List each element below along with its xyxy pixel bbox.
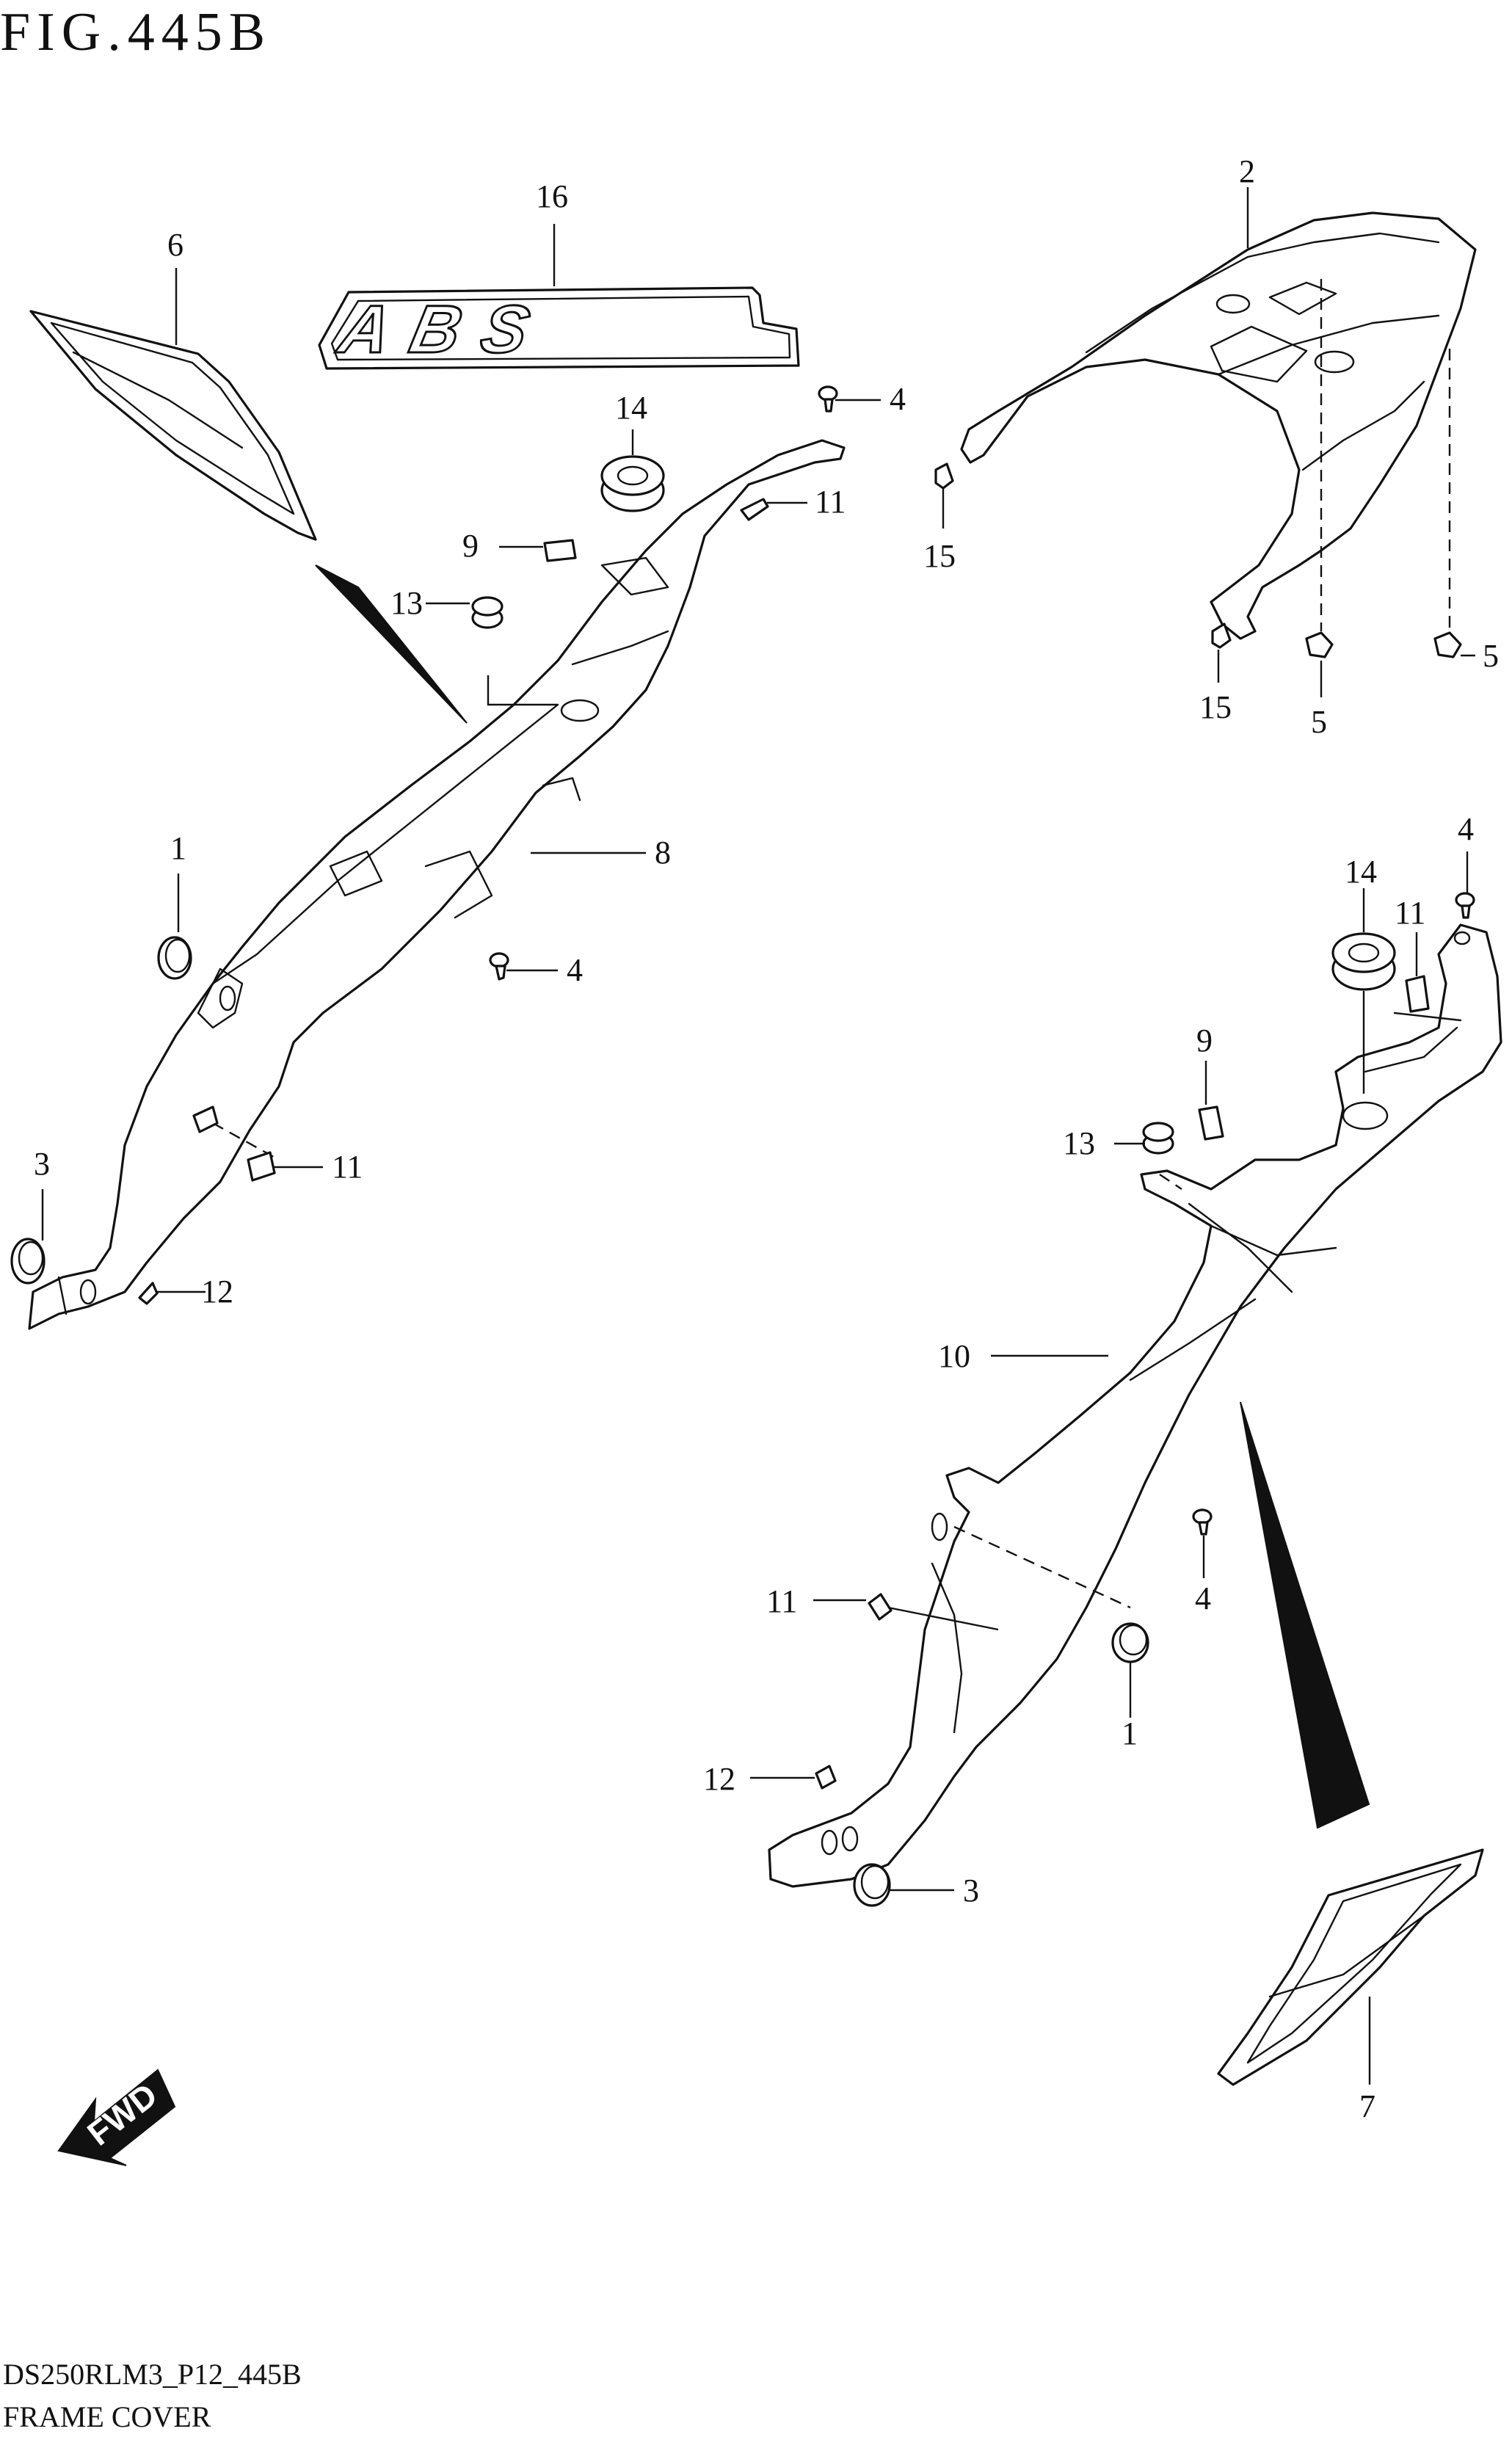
- figure-caption: FRAME COVER: [3, 2400, 211, 2433]
- part-9-nut-a[interactable]: [543, 539, 577, 562]
- callout-14b: 14: [1345, 854, 1377, 890]
- callout-10: 10: [938, 1338, 970, 1374]
- callout-11b: 11: [332, 1149, 363, 1185]
- callout-3a: 3: [34, 1146, 50, 1182]
- callout-13a: 13: [390, 585, 423, 621]
- callout-4d: 4: [1195, 1580, 1211, 1616]
- callout-4b: 4: [567, 952, 583, 988]
- part-14-grommet-b[interactable]: [1331, 932, 1396, 991]
- callout-labels: 6 16 2 4 11 14 9 13 15 15 5 5 8 4 1 11 3…: [34, 153, 1499, 2124]
- callout-11c: 11: [1395, 895, 1425, 931]
- callout-4a: 4: [890, 381, 906, 417]
- part-11-clip-c[interactable]: [1405, 975, 1430, 1013]
- part-11-clip-b[interactable]: [192, 1105, 276, 1182]
- drawing-code: DS250RLM3_P12_445B: [3, 2358, 302, 2391]
- part-11-clip-a[interactable]: [740, 498, 769, 521]
- pointer-triangle-left: [315, 564, 468, 724]
- part-3-cap-a[interactable]: [10, 1238, 46, 1285]
- part-1-cap-b[interactable]: [1111, 1622, 1149, 1663]
- callout-5a: 5: [1311, 704, 1327, 740]
- callout-11a: 11: [815, 484, 846, 520]
- pointer-triangle-right: [1240, 1401, 1370, 1829]
- callout-11d: 11: [766, 1583, 797, 1619]
- part-12-clip-a[interactable]: [138, 1282, 159, 1305]
- callout-15b: 15: [1199, 689, 1232, 725]
- callout-8: 8: [655, 835, 671, 871]
- part-13-cushion-a[interactable]: [471, 596, 504, 629]
- callout-6: 6: [167, 227, 183, 263]
- part-14-grommet-a[interactable]: [600, 455, 665, 512]
- callout-9b: 9: [1196, 1023, 1213, 1058]
- figure-title: FIG.445B: [0, 2, 272, 62]
- callout-14a: 14: [615, 390, 647, 426]
- emblem-text: ABS: [332, 291, 558, 367]
- part-1-cap-a[interactable]: [157, 936, 192, 980]
- callout-3b: 3: [963, 1873, 979, 1908]
- part-5-clip-a[interactable]: [1305, 631, 1334, 658]
- part-4-screw-c[interactable]: [1455, 892, 1475, 919]
- part-7-side-panel-right[interactable]: [1217, 1848, 1484, 2086]
- part-4-screw-b[interactable]: [489, 952, 509, 981]
- fwd-arrow-icon: FWD: [57, 2069, 176, 2166]
- part-4-screw-d[interactable]: [1192, 1508, 1213, 1536]
- callout-13b: 13: [1063, 1125, 1095, 1161]
- part-15-clip-b[interactable]: [1211, 622, 1232, 649]
- callout-1a: 1: [170, 830, 186, 866]
- part-15-clip-a[interactable]: [934, 462, 954, 490]
- part-8-frame-cover-left[interactable]: [28, 439, 846, 1330]
- callout-4c: 4: [1458, 811, 1474, 847]
- callout-5b: 5: [1483, 638, 1499, 674]
- part-2-rear-cover[interactable]: [960, 211, 1477, 640]
- part-16-abs-emblem[interactable]: ABS: [318, 286, 800, 370]
- part-10-frame-cover-right[interactable]: [768, 923, 1502, 1888]
- part-13-cushion-b[interactable]: [1142, 1122, 1174, 1155]
- part-3-cap-b[interactable]: [853, 1863, 891, 1907]
- callout-16: 16: [536, 178, 568, 214]
- part-5-clip-b[interactable]: [1433, 631, 1462, 658]
- part-12-clip-b[interactable]: [815, 1765, 837, 1790]
- callout-1b: 1: [1122, 1715, 1138, 1751]
- part-9-nut-b[interactable]: [1198, 1105, 1224, 1141]
- part-11-clip-d[interactable]: [868, 1593, 893, 1621]
- callout-12b: 12: [703, 1761, 735, 1797]
- callout-15a: 15: [923, 538, 956, 574]
- leader-lines: [41, 187, 1475, 2085]
- part-6-side-panel-left[interactable]: [29, 310, 317, 541]
- callout-9a: 9: [462, 528, 479, 564]
- part-4-screw-a[interactable]: [818, 385, 838, 413]
- callout-7: 7: [1359, 2088, 1375, 2124]
- callout-2: 2: [1239, 153, 1255, 189]
- callout-12a: 12: [201, 1274, 233, 1310]
